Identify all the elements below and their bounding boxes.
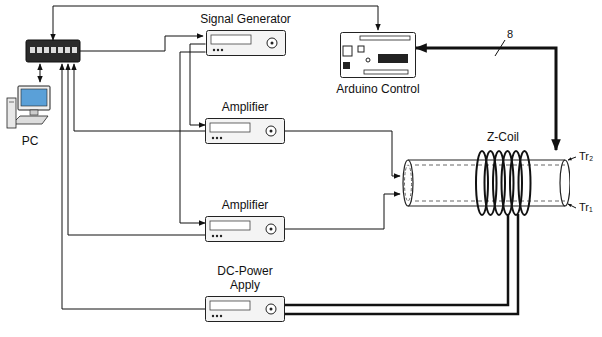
network-wires <box>40 6 378 309</box>
amplifier: Amplifier <box>205 100 285 144</box>
device-label: Signal Generator <box>200 12 291 26</box>
device-label: Amplifier <box>222 198 269 212</box>
label-row: Amplifier <box>205 100 285 114</box>
signal-connector <box>416 48 556 150</box>
dc-power-supply: DC-Power Apply <box>205 264 285 322</box>
label-row: PC <box>6 134 54 148</box>
device-label: Amplifier <box>222 100 269 114</box>
label-row: Amplifier <box>205 198 285 212</box>
network-switch <box>26 40 80 62</box>
label-row: Arduino Control <box>335 82 421 96</box>
device-label: Z-Coil <box>487 130 519 144</box>
trigger-label: Tr₁ <box>579 201 593 214</box>
label-row: DC-Power Apply <box>205 264 285 292</box>
arduino-board: Arduino Control <box>335 32 421 96</box>
trigger-leaders <box>568 157 576 208</box>
signal-connector <box>190 44 206 125</box>
coil-tube-drawing <box>400 150 570 216</box>
arduino-board-drawing <box>340 32 416 78</box>
device-label: PC <box>22 134 39 148</box>
device-box <box>205 296 285 322</box>
device-label: Arduino Control <box>336 82 419 96</box>
signal-generator: Signal Generator <box>199 12 292 56</box>
signal-connector <box>180 52 206 223</box>
device-box <box>205 216 285 242</box>
amplifier: Amplifier <box>205 198 285 242</box>
label-row: Signal Generator <box>199 12 292 26</box>
device-box <box>205 118 285 144</box>
trigger-label: Tr₂ <box>579 150 593 163</box>
device-box <box>206 30 286 56</box>
pc-computer: PC <box>6 84 54 148</box>
bus-width-number: 8 <box>507 28 513 41</box>
power-cable <box>285 214 518 314</box>
pc-icon <box>6 84 54 130</box>
signal-connector <box>285 194 400 229</box>
signal-connector <box>285 131 400 176</box>
device-label: DC-Power Apply <box>215 264 275 292</box>
z-coil: Z-Coil <box>400 150 570 216</box>
